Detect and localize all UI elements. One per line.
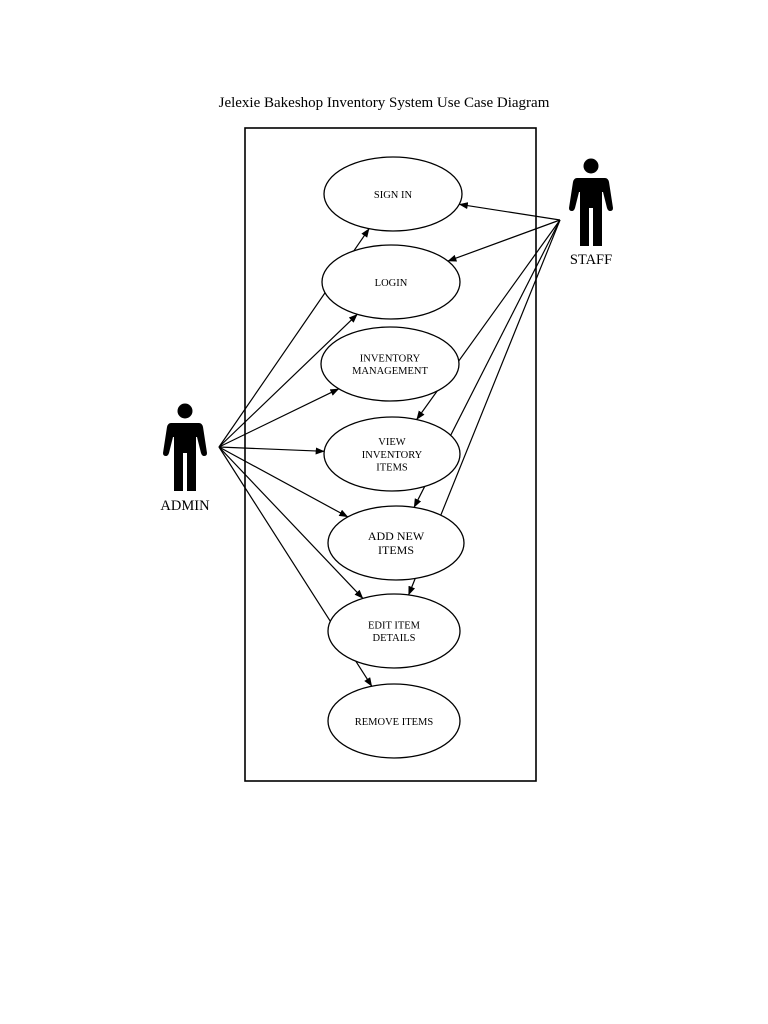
- use-case-view-inventory-items: VIEW INVENTORY ITEMS: [323, 416, 461, 492]
- use-case-group: SIGN IN LOGIN INVENTORY MANAGEMENT VIEW INVEN…: [320, 156, 465, 759]
- association-admin-view-inventory-items: [218, 446, 325, 455]
- use-case-label: ADD NEW: [368, 529, 425, 543]
- association-admin-add-new-items: [218, 446, 349, 518]
- use-case-ellipse: [327, 593, 461, 669]
- use-case-ellipse: [323, 156, 463, 232]
- use-case-ellipse: [323, 416, 461, 492]
- use-case-label: DETAILS: [373, 633, 416, 644]
- use-case-label: EDIT ITEM: [368, 620, 421, 631]
- use-case-label: MANAGEMENT: [352, 366, 428, 377]
- use-case-edit-item-details: EDIT ITEM DETAILS: [327, 593, 461, 669]
- use-case-label: LOGIN: [375, 278, 408, 289]
- actor-staff: STAFF: [569, 158, 613, 268]
- person-icon: [163, 403, 207, 491]
- use-case-label: ITEMS: [376, 463, 408, 474]
- diagram-title: Jelexie Bakeshop Inventory System Use Ca…: [219, 95, 550, 111]
- use-case-ellipse: [327, 505, 465, 581]
- use-case-label: INVENTORY: [360, 353, 421, 364]
- use-case-ellipse: [327, 683, 461, 759]
- system-boundary: [244, 127, 537, 782]
- use-case-label: SIGN IN: [374, 190, 413, 201]
- use-case-label: ITEMS: [378, 543, 414, 557]
- use-case-label: REMOVE ITEMS: [355, 717, 434, 728]
- use-case-ellipse: [320, 326, 460, 402]
- association-staff-sign-in: [458, 202, 561, 221]
- association-admin-login: [218, 313, 358, 448]
- use-case-ellipse: [321, 244, 461, 320]
- association-admin-edit-item-details: [218, 446, 364, 599]
- use-case-login: LOGIN: [321, 244, 461, 320]
- actor-staff-label: STAFF: [570, 252, 612, 268]
- use-case-label: INVENTORY: [362, 450, 423, 461]
- actor-admin: ADMIN: [160, 403, 210, 514]
- use-case-label: VIEW: [378, 437, 405, 448]
- use-case-sign-in: SIGN IN: [323, 156, 463, 232]
- association-staff-login: [447, 219, 561, 262]
- person-icon: [569, 158, 613, 246]
- use-case-inventory-management: INVENTORY MANAGEMENT: [320, 326, 460, 402]
- use-case-remove-items: REMOVE ITEMS: [327, 683, 461, 759]
- actor-admin-label: ADMIN: [160, 498, 210, 514]
- association-admin-inventory-management: [218, 388, 340, 448]
